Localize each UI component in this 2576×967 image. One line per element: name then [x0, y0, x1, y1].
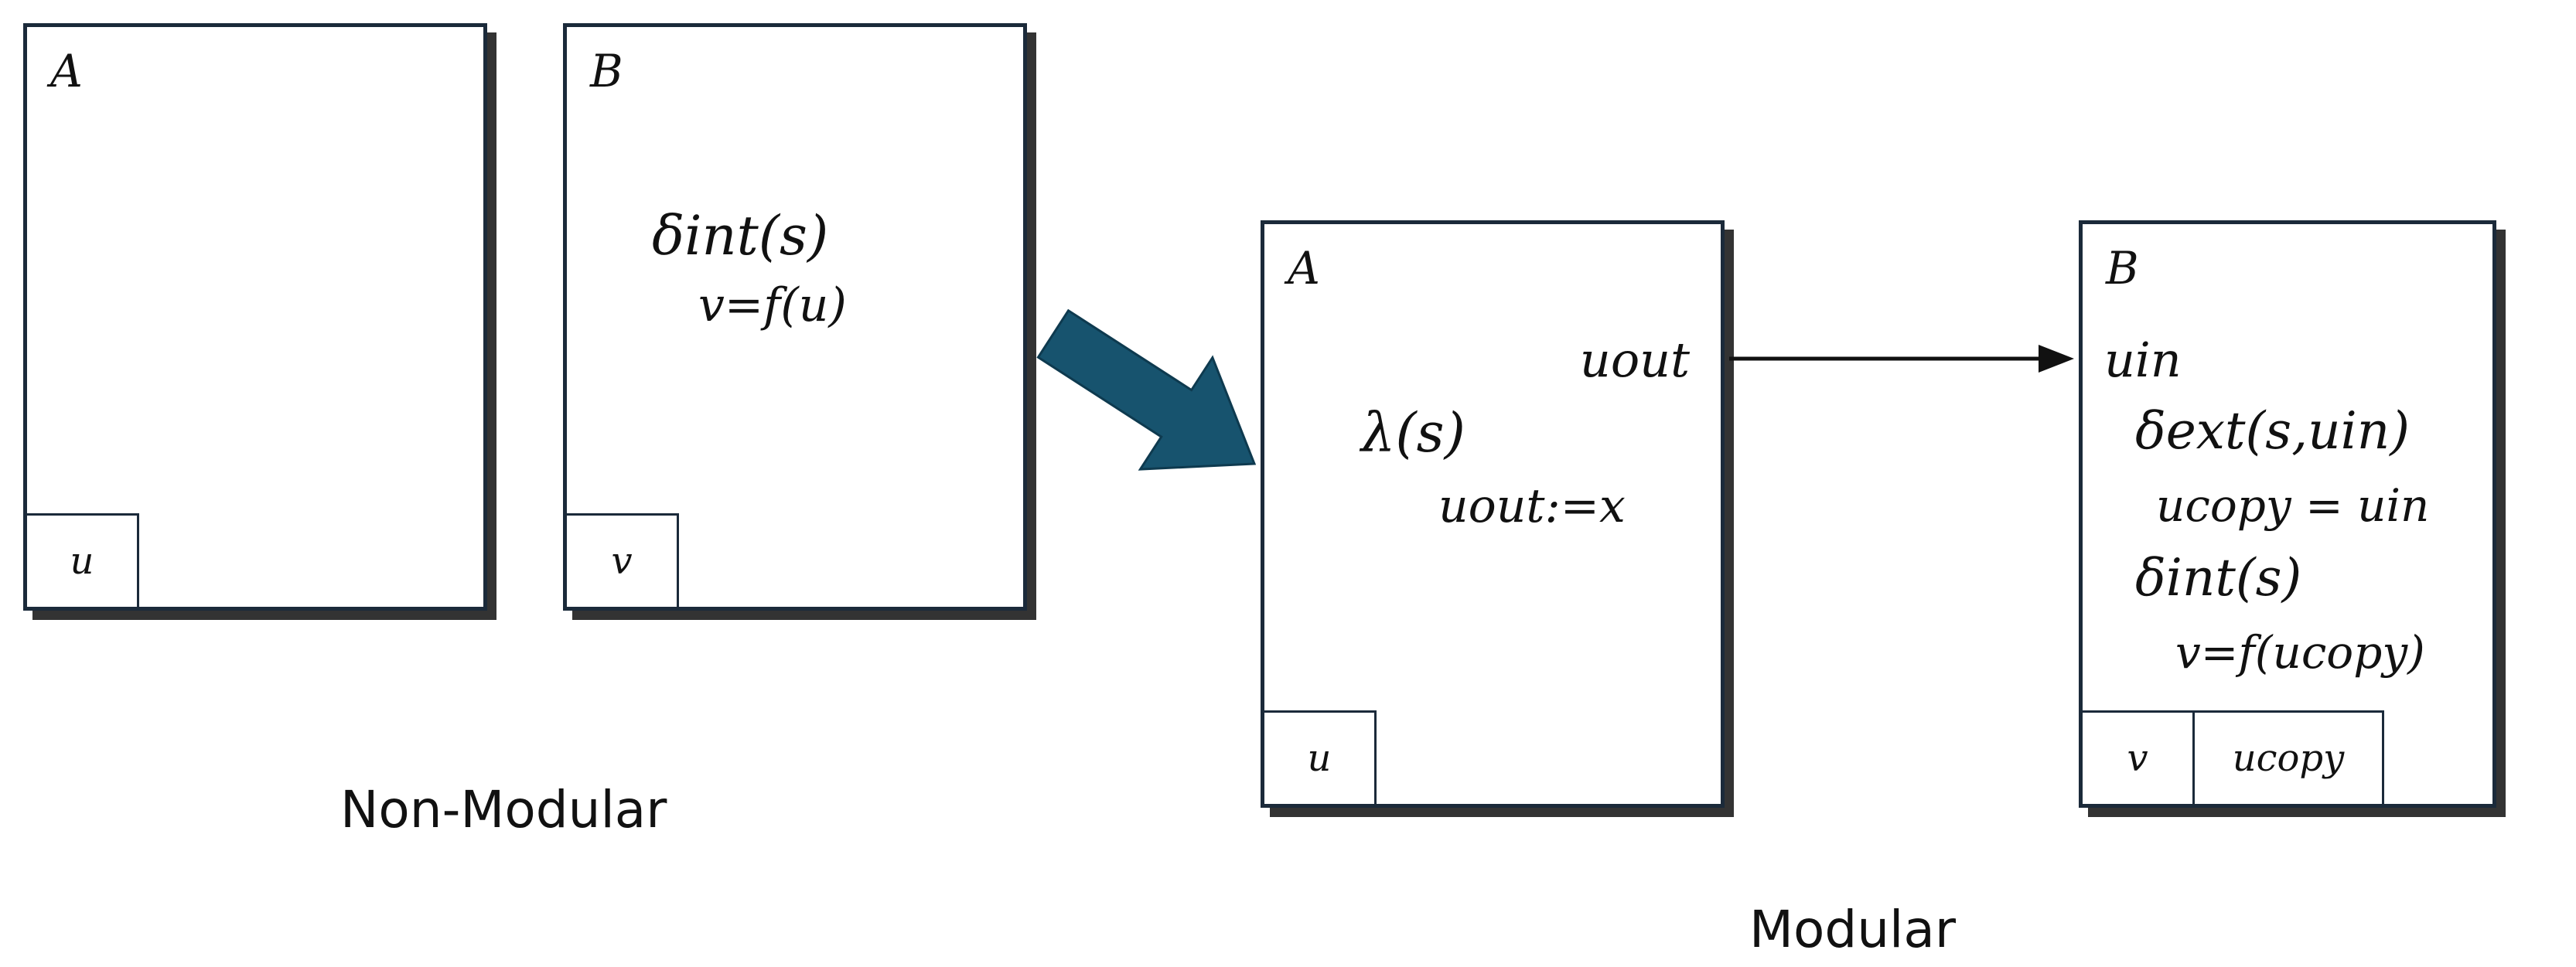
modular-box-a-uout-assign: uout:=x: [1438, 479, 1626, 533]
modular-box-b-var-v: v: [2080, 710, 2195, 806]
modular-box-a: A uout λ(s) uout:=x u: [1261, 220, 1725, 808]
modular-caption: Modular: [1749, 900, 1956, 959]
nonmodular-box-a-label: A: [50, 45, 83, 97]
modular-box-b-delta-ext: δext(s,uin): [2135, 401, 2411, 461]
modular-box-b-delta-int: δint(s): [2135, 548, 2302, 608]
transform-arrow-icon: [1036, 308, 1257, 471]
connector-arrow-icon: [1729, 345, 2074, 373]
nonmodular-box-a-var-u: u: [25, 513, 139, 609]
modular-box-b-port-uin: uin: [2104, 332, 2182, 388]
modular-box-b-v-eq: v=f(ucopy): [2175, 626, 2425, 679]
nonmodular-caption: Non-Modular: [340, 780, 667, 839]
modular-box-b: B uin δext(s,uin) ucopy = uin δint(s) v=…: [2079, 220, 2496, 808]
nonmodular-box-b-label: B: [590, 45, 623, 97]
modular-box-a-label: A: [1288, 242, 1320, 295]
modular-box-a-var-u: u: [1262, 710, 1377, 806]
modular-box-b-label: B: [2106, 242, 2139, 295]
modular-box-a-lambda: λ(s): [1361, 401, 1465, 465]
modular-box-b-ucopy-eq: ucopy = uin: [2156, 479, 2430, 532]
nonmodular-box-b-v-eq: v=f(u): [698, 278, 847, 332]
modular-box-a-port-uout: uout: [1579, 332, 1690, 388]
nonmodular-box-b-var-v: v: [565, 513, 679, 609]
nonmodular-box-a: A u: [23, 23, 487, 611]
nonmodular-box-b: B δint(s) v=f(u) v: [563, 23, 1027, 611]
nonmodular-box-b-delta-int: δint(s): [652, 204, 829, 267]
modular-box-b-var-ucopy: ucopy: [2192, 710, 2384, 806]
